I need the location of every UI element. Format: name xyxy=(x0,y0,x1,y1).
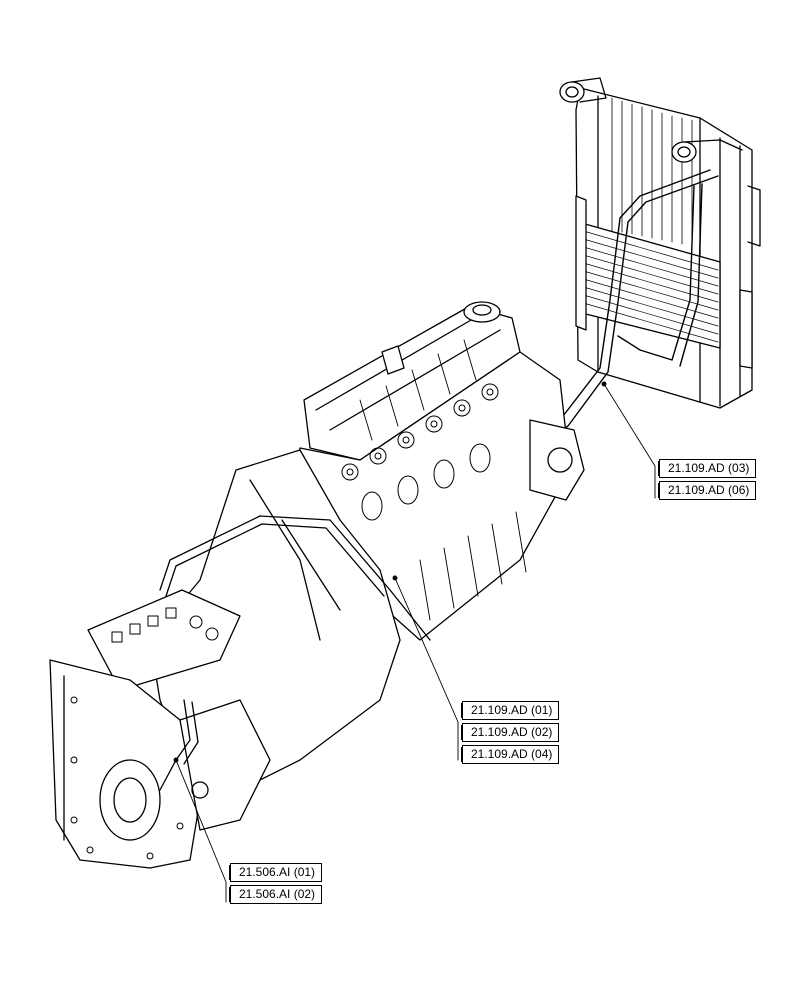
reference-label[interactable]: 21.506.AI (02) xyxy=(230,885,323,904)
transmission-callout-group: 21.506.AI (01) 21.506.AI (02) xyxy=(230,863,323,907)
leader-lines xyxy=(173,381,656,903)
reference-label[interactable]: 21.506.AI (01) xyxy=(230,863,323,882)
reference-label[interactable]: 21.109.AD (06) xyxy=(659,481,757,500)
radiator-callout-group: 21.109.AD (03) 21.109.AD (06) xyxy=(659,459,757,503)
reference-label[interactable]: 21.109.AD (04) xyxy=(462,745,560,764)
transmission-pipes xyxy=(159,515,431,791)
transmission-assembly xyxy=(49,449,401,869)
reference-label[interactable]: 21.109.AD (01) xyxy=(462,701,560,720)
engine-callout-group: 21.109.AD (01) 21.109.AD (02) 21.109.AD … xyxy=(462,701,560,767)
radiator-assembly xyxy=(559,77,761,409)
reference-label[interactable]: 21.109.AD (03) xyxy=(659,459,757,478)
reference-label[interactable]: 21.109.AD (02) xyxy=(462,723,560,742)
